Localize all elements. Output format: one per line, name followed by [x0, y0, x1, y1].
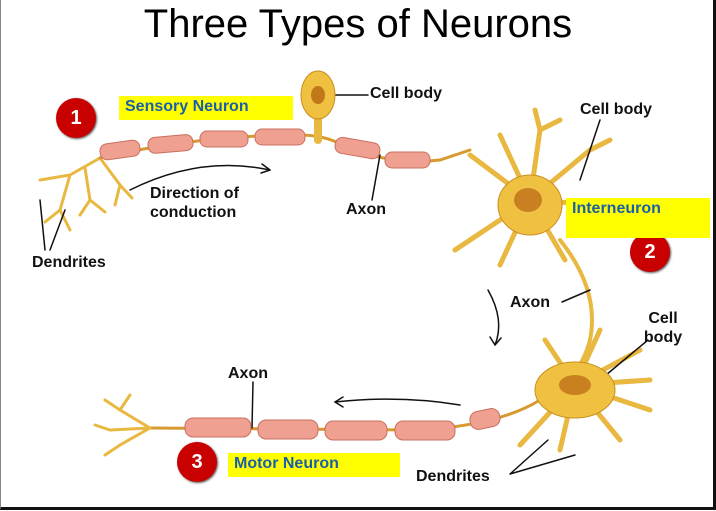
- myelin-sheaths: [99, 128, 501, 441]
- motor-neuron-label: Motor Neuron: [228, 453, 400, 477]
- sensory-axon-label: Axon: [346, 201, 386, 218]
- badge-2: 2: [630, 232, 670, 272]
- inter-cell-body-label: Cell body: [580, 101, 653, 118]
- sensory-nucleus: [311, 86, 325, 104]
- motor-conduction-arrow: [334, 398, 461, 406]
- interneuron-nucleus: [514, 188, 542, 212]
- sensory-neuron-label: Sensory Neuron: [119, 96, 293, 120]
- sensory-dendrites: [38, 156, 134, 232]
- motor-axon-terminals: [93, 393, 152, 457]
- sensory-dendrites-label: Dendrites: [32, 254, 106, 271]
- motor-axon-label: Axon: [228, 365, 268, 382]
- inter-conduction-arrow: [487, 289, 500, 346]
- conduction-arrow: [129, 164, 271, 191]
- slide-title: Three Types of Neurons: [143, 2, 573, 46]
- sensory-cell-body-label: Cell body: [370, 85, 443, 102]
- direction-label: Direction of conduction: [150, 185, 239, 221]
- motor-cell-body-label: Cell body: [643, 310, 683, 346]
- badge-1: 1: [56, 98, 96, 138]
- motor-dendrites-label: Dendrites: [416, 468, 490, 485]
- inter-axon-label: Axon: [510, 294, 550, 311]
- interneuron-label: Interneuron: [566, 198, 710, 238]
- motor-nucleus: [559, 375, 591, 395]
- badge-3: 3: [177, 442, 217, 482]
